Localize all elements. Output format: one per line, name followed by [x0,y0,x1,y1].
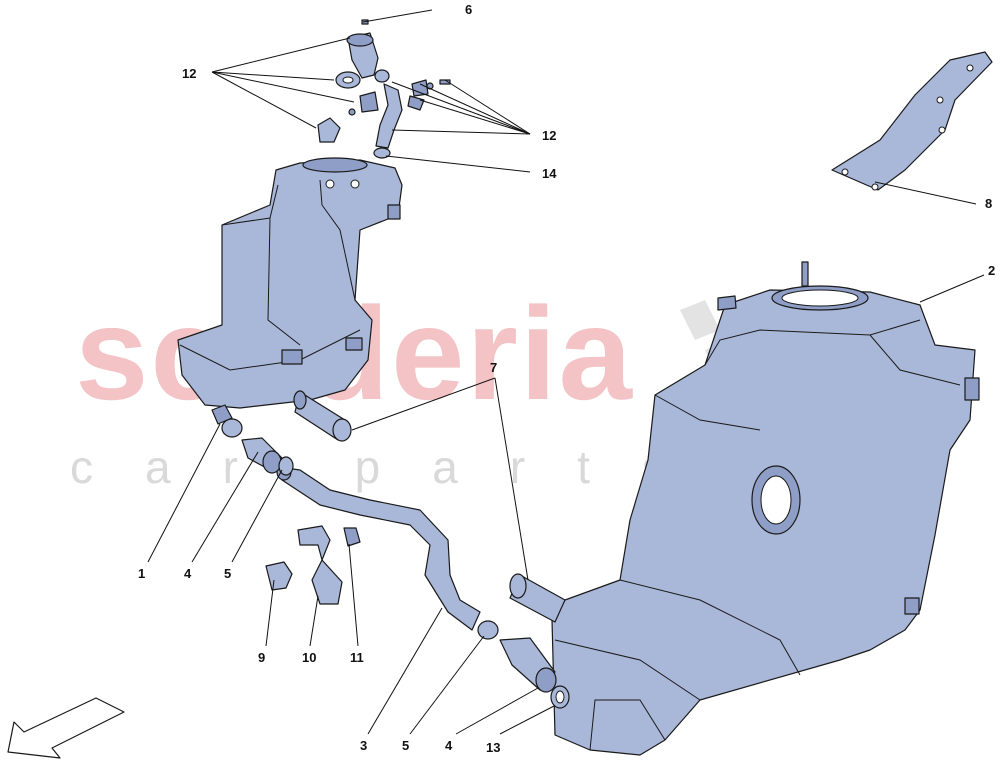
left-pipe-stub [293,390,352,442]
right-connectors [477,620,570,709]
right-fuel-tank [551,261,980,756]
callout-4-right: 4 [445,738,453,753]
callout-1: 1 [138,566,145,581]
callout-10: 10 [302,650,316,665]
watermark-subtitle: car parts [70,441,717,493]
callout-12-right: 12 [542,128,556,143]
clamp-parts [265,525,361,605]
callout-6: 6 [465,2,472,17]
callout-3: 3 [360,738,367,753]
callout-8: 8 [985,196,992,211]
callout-2: 2 [988,263,995,278]
right-pipe-stub [509,573,566,623]
filler-cap-assembly [317,19,451,159]
callout-4-left: 4 [184,566,192,581]
callout-5-right: 5 [402,738,409,753]
left-connectors [221,418,294,476]
callout-9: 9 [258,650,265,665]
direction-arrow [7,697,125,759]
callout-12-left: 12 [182,66,196,81]
callout-13: 13 [486,740,500,755]
callout-5-left: 5 [224,566,231,581]
callout-14: 14 [542,166,557,181]
fuel-hose [276,463,481,631]
leader-lines [147,9,985,735]
callout-labels: 1 2 3 4 4 5 5 6 7 8 9 10 11 12 12 13 14 [138,2,995,755]
bracket-plate [831,51,993,191]
left-fuel-tank [177,157,403,425]
callout-11: 11 [350,650,364,665]
callout-7: 7 [490,360,497,375]
